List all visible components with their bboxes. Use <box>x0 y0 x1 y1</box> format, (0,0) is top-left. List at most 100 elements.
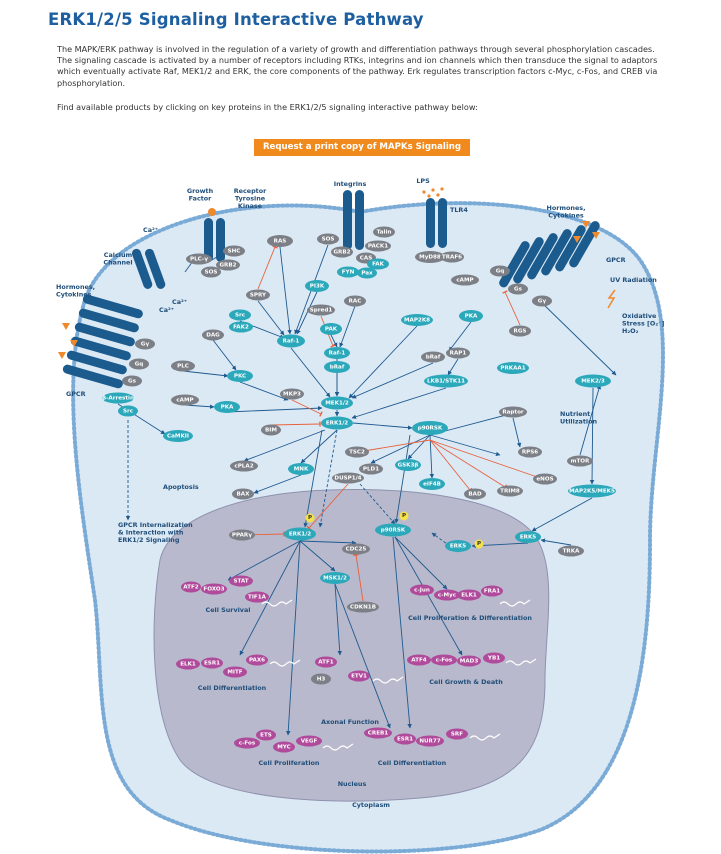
node-shape[interactable] <box>515 531 541 543</box>
node-talin[interactable]: Talin <box>373 226 395 238</box>
node-cfos2[interactable]: c-Fos <box>234 737 260 749</box>
node-shape[interactable] <box>229 575 253 587</box>
node-shape[interactable] <box>216 259 240 271</box>
node-shape[interactable] <box>171 360 195 372</box>
node-shape[interactable] <box>481 585 503 597</box>
node-shape[interactable] <box>451 274 479 286</box>
node-shape[interactable] <box>186 253 212 265</box>
node-shape[interactable] <box>267 235 293 247</box>
node-creb1[interactable]: CREB1 <box>364 727 392 739</box>
node-shape[interactable] <box>394 733 416 745</box>
node-vegf[interactable]: VEGF <box>296 735 322 747</box>
node-pparg[interactable]: PPARγ <box>229 529 255 541</box>
node-spred1[interactable]: Spred1 <box>307 304 335 316</box>
node-shape[interactable] <box>229 529 255 541</box>
node-cmyc1[interactable]: c-Myc <box>434 589 460 601</box>
node-raf1b[interactable]: Raf-1 <box>324 347 350 359</box>
node-rgs[interactable]: RGS <box>509 325 531 337</box>
node-shape[interactable] <box>307 304 335 316</box>
node-rac[interactable]: RAC <box>344 295 366 307</box>
node-trka[interactable]: TRKA <box>558 545 584 557</box>
node-stat[interactable]: STAT <box>229 575 253 587</box>
node-grb2b[interactable]: GRB2 <box>331 246 353 258</box>
node-barr[interactable]: β-Arrestin <box>102 392 134 404</box>
node-shape[interactable] <box>245 591 269 603</box>
node-shape[interactable] <box>201 583 227 595</box>
node-ets[interactable]: ETS <box>256 729 276 741</box>
node-shape[interactable] <box>446 728 468 740</box>
node-msk12[interactable]: MSK1/2 <box>320 572 350 584</box>
node-camkii[interactable]: CaMKII <box>163 430 193 442</box>
node-cjun[interactable]: c-Jun <box>410 584 434 596</box>
node-shape[interactable] <box>246 289 270 301</box>
node-braf1[interactable]: bRaf <box>324 361 350 373</box>
node-shape[interactable] <box>201 657 223 669</box>
node-camp_l[interactable]: cAMP <box>171 394 199 406</box>
node-shape[interactable] <box>445 540 471 552</box>
node-bad[interactable]: BAD <box>464 488 486 500</box>
node-shape[interactable] <box>567 455 593 467</box>
node-elk1b[interactable]: ELK1 <box>176 658 200 670</box>
node-eif4b[interactable]: eIF4B <box>419 478 445 490</box>
node-shape[interactable] <box>163 430 193 442</box>
node-shape[interactable] <box>223 245 245 257</box>
node-shape[interactable] <box>261 424 281 436</box>
node-shape[interactable] <box>464 488 486 500</box>
node-shape[interactable] <box>558 545 584 557</box>
node-map2k8[interactable]: MAP2K8 <box>401 314 433 326</box>
node-pax[interactable]: Pax <box>357 267 377 279</box>
node-gq_l[interactable]: Gq <box>129 358 149 370</box>
node-mtor[interactable]: mTOR <box>567 455 593 467</box>
node-shape[interactable] <box>214 401 240 413</box>
node-mnk[interactable]: MNK <box>288 463 314 475</box>
node-shape[interactable] <box>497 362 529 374</box>
integrin-receptor[interactable] <box>343 190 364 250</box>
node-srf[interactable]: SRF <box>446 728 468 740</box>
node-fak1[interactable]: FAK <box>367 258 389 270</box>
node-shape[interactable] <box>315 656 337 668</box>
node-shape[interactable] <box>375 523 411 537</box>
node-shape[interactable] <box>364 727 392 739</box>
node-gy_l[interactable]: Gγ <box>135 338 155 350</box>
node-mad3[interactable]: MAD3 <box>457 655 481 667</box>
node-shape[interactable] <box>359 463 383 475</box>
node-shape[interactable] <box>518 446 542 458</box>
node-cdc25[interactable]: CDC25 <box>342 543 370 555</box>
node-tif1a[interactable]: TIF1A <box>245 591 269 603</box>
node-mek23[interactable]: MEK2/3 <box>575 374 611 388</box>
node-atf4[interactable]: ATF4 <box>407 654 431 666</box>
node-gq_r[interactable]: Gq <box>490 265 510 277</box>
node-erk5c[interactable]: ERK5 <box>515 531 541 543</box>
node-pkc[interactable]: PKC <box>227 370 253 382</box>
node-shape[interactable] <box>497 485 523 497</box>
request-poster-button[interactable]: Request a print copy of MAPKs Signaling … <box>254 139 470 169</box>
node-shape[interactable] <box>320 572 350 584</box>
node-plc[interactable]: PLC <box>171 360 195 372</box>
rtk-receptor[interactable] <box>204 218 225 262</box>
calcium-channel[interactable] <box>131 248 167 291</box>
node-shape[interactable] <box>532 295 552 307</box>
node-shape[interactable] <box>424 374 468 388</box>
node-gy_r[interactable]: Gγ <box>532 295 552 307</box>
node-myd88[interactable]: MyD88 <box>415 251 445 263</box>
node-cfos1[interactable]: c-Fos <box>431 654 457 666</box>
node-ras[interactable]: RAS <box>267 235 293 247</box>
node-shape[interactable] <box>201 266 221 278</box>
node-shape[interactable] <box>533 473 557 485</box>
node-shape[interactable] <box>367 258 389 270</box>
node-esr1a[interactable]: ESR1 <box>201 657 223 669</box>
node-pka_r[interactable]: PKA <box>459 310 483 322</box>
node-gs_r[interactable]: Gs <box>508 283 528 295</box>
node-rap1[interactable]: RAP1 <box>446 347 470 359</box>
node-gs_l[interactable]: Gs <box>122 375 142 387</box>
node-pi3k[interactable]: PI3K <box>305 280 329 292</box>
node-prkaa1[interactable]: PRKAA1 <box>497 362 529 374</box>
node-elk1a[interactable]: ELK1 <box>457 589 481 601</box>
node-shape[interactable] <box>102 392 134 404</box>
node-shape[interactable] <box>412 421 448 435</box>
node-shape[interactable] <box>490 265 510 277</box>
node-shape[interactable] <box>288 463 314 475</box>
node-camp_r[interactable]: cAMP <box>451 274 479 286</box>
node-shape[interactable] <box>457 655 481 667</box>
node-shape[interactable] <box>246 654 268 666</box>
